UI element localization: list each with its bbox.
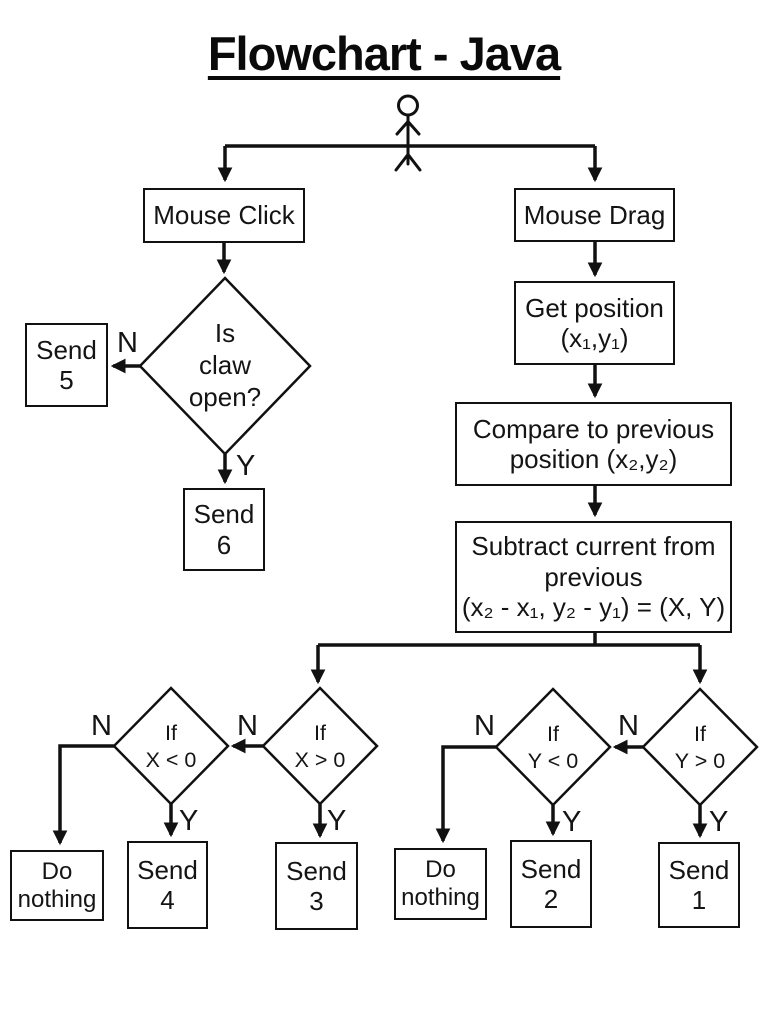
diamond-if-y-gt-0 [641,687,759,807]
node-subtract: Subtract current from previous (x₂ - x₁,… [455,521,732,633]
node-do-nothing-x-label: Do nothing [17,857,97,913]
node-get-position: Get position (x₁,y₁) [514,281,675,365]
node-send-5: Send 5 [25,323,108,407]
edge-label-yes-x-lt: Y [179,805,199,837]
node-send-1-label: Send 1 [668,854,730,915]
node-mouse-click-label: Mouse Click [153,200,295,231]
node-send-2-label: Send 2 [520,853,582,914]
node-do-nothing-y: Do nothing [394,848,487,920]
node-send-1: Send 1 [658,842,740,928]
edge-label-yes-x-gt: Y [327,805,347,837]
node-send-5-label: Send 5 [36,334,97,395]
node-mouse-drag-label: Mouse Drag [523,199,666,230]
node-send-4-label: Send 4 [137,854,198,915]
stick-figure-icon [394,94,422,172]
edge-label-yes-claw: Y [236,450,256,482]
diamond-is-claw-open [138,276,312,456]
node-compare-previous-label: Compare to previous position (x₂,y₂) [472,413,715,474]
node-send-4: Send 4 [127,841,208,929]
diamond-if-y-lt-0 [494,687,612,807]
node-send-3: Send 3 [275,842,358,930]
node-do-nothing-x: Do nothing [10,850,104,921]
edge-label-no-claw: N [117,327,138,359]
node-send-2: Send 2 [510,840,592,928]
diamond-if-x-gt-0 [261,686,379,806]
node-compare-previous: Compare to previous position (x₂,y₂) [455,402,732,486]
diamond-if-x-lt-0 [112,686,230,806]
page-title: Flowchart - Java [207,27,561,80]
node-send-3-label: Send 3 [286,855,347,916]
node-subtract-label: Subtract current from previous (x₂ - x₁,… [461,531,726,623]
edge-label-no-x-gt: N [237,710,258,742]
connector-ylt-n-to-donothing [435,745,496,844]
node-do-nothing-y-label: Do nothing [401,856,480,911]
connector-xlt-n-to-donothing [52,744,114,846]
node-get-position-label: Get position (x₁,y₁) [525,292,664,353]
node-mouse-click: Mouse Click [143,188,305,243]
node-mouse-drag: Mouse Drag [514,188,675,242]
edge-label-no-y-gt: N [618,710,639,742]
edge-label-no-y-lt: N [474,710,495,742]
node-send-6-label: Send 6 [193,499,255,560]
node-send-6: Send 6 [183,488,265,571]
edge-label-yes-y-gt: Y [709,806,729,838]
edge-label-no-x-lt: N [91,710,112,742]
edge-label-yes-y-lt: Y [562,806,582,838]
